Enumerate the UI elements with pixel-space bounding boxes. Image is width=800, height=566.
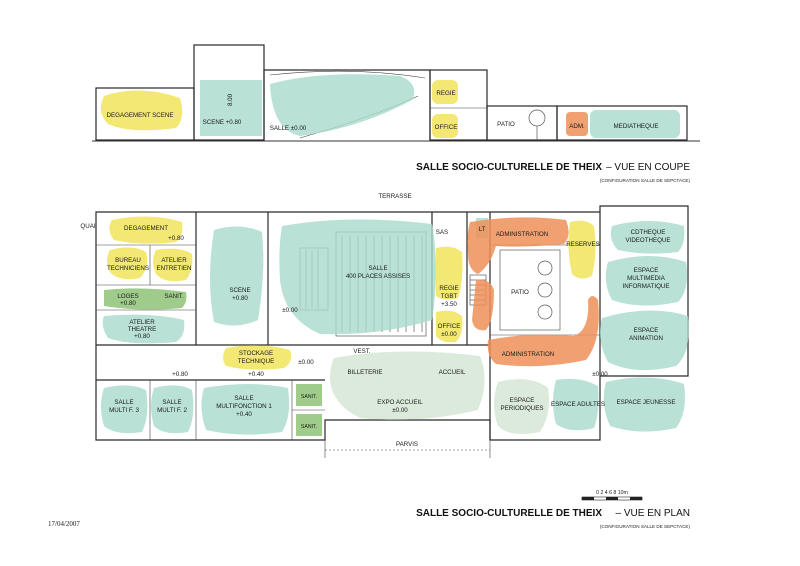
- label-stockage: STOCKAGE: [239, 350, 273, 357]
- label-espace-adultes: ESPACE ADULTES: [551, 401, 605, 408]
- plan-title-config: (CONFIGURATION SALLE DE SEPCTACE): [600, 524, 691, 529]
- label-tgbt: TGBT: [441, 293, 458, 300]
- label-patio: PATIO: [511, 289, 529, 296]
- label-salle-multi2a: SALLE: [162, 399, 181, 406]
- label-office-level: ±0.00: [441, 331, 457, 338]
- label-salle-multi3a: SALLE: [114, 399, 133, 406]
- label-theatre: THEATRE: [128, 326, 156, 333]
- label-scene: SCENE: [229, 287, 250, 294]
- section-salle: SALLE ±0.00: [270, 125, 307, 132]
- plan-title-sub: – VUE EN PLAN: [616, 508, 690, 519]
- label-animation: ANIMATION: [629, 335, 663, 342]
- label-atelier: ATELIER: [161, 257, 187, 264]
- label-loges: LOGES: [117, 293, 138, 300]
- label-espace-perio-a: ESPACE: [510, 397, 535, 404]
- label-level-080: +0.80: [172, 371, 188, 378]
- label-accueil: ACCUEIL: [439, 369, 466, 376]
- section-scene: SCENE +0.80: [203, 119, 242, 126]
- label-espace-animation: ESPACE: [634, 327, 659, 334]
- label-level-000a: ±0.00: [298, 359, 314, 366]
- label-salle-multi1a: SALLE: [234, 395, 253, 402]
- label-sanit-1: SANIT.: [164, 293, 184, 300]
- label-salle: SALLE: [368, 265, 387, 272]
- section-patio: PATIO: [497, 121, 515, 128]
- section-height: 8.00: [227, 93, 234, 106]
- label-salle-multi2b: MULTI F. 2: [157, 407, 187, 414]
- label-billeterie: BILLETERIE: [347, 369, 382, 376]
- section-regie: REGIE: [436, 90, 455, 97]
- label-espace-jeunesse: ESPACE JEUNESSE: [616, 399, 675, 406]
- label-parvis: PARVIS: [396, 441, 418, 448]
- label-atelier-theatre: ATELIER: [129, 319, 155, 326]
- label-quai: QUAI: [80, 223, 95, 230]
- label-salle-multi3b: MULTI F. 3: [109, 407, 139, 414]
- label-theatre-level: +0.80: [134, 333, 150, 340]
- label-level-000b: ±0.00: [592, 371, 608, 378]
- label-technique: TECHNIQUE: [238, 358, 274, 365]
- label-salle-level: ±0.00: [282, 307, 298, 314]
- section-degagement-scene: DEGAGEMENT SCENE: [107, 112, 174, 119]
- label-videotheque: VIDEOTHEQUE: [625, 237, 670, 244]
- label-bureau: BUREAU: [115, 257, 141, 264]
- label-sas: SAS: [436, 229, 448, 236]
- label-scene-level: +0.80: [232, 295, 248, 302]
- label-techniciens: TECHNICIENS: [107, 265, 149, 272]
- label-salle-multi1b: MULTIFONCTION 1: [216, 403, 272, 410]
- section-adm: ADM.: [569, 123, 585, 130]
- section-mediatheque: MEDIATHEQUE: [614, 123, 659, 130]
- section-title-main: SALLE SOCIO-CULTURELLE DE THEIX: [416, 162, 602, 173]
- drawing-date: 17/04/2007: [48, 520, 80, 528]
- section-title-config: (CONFIGURATION SALLE DE SEPCTACE): [600, 178, 691, 183]
- label-degagement-level: +0.80: [168, 235, 184, 242]
- label-level-040: +0.40: [248, 371, 264, 378]
- label-vest: VEST.: [353, 348, 370, 355]
- label-places: 400 PLACES ASSISES: [346, 273, 410, 280]
- label-regie-level: +3.50: [441, 301, 457, 308]
- section-office: OFFICE: [435, 124, 458, 131]
- label-salle-multi1c: +0.40: [236, 411, 252, 418]
- scale-label: 0 2 4 6 8 10m: [596, 490, 628, 496]
- label-terrasse: TERRASSE: [378, 193, 411, 200]
- plan-title-main: SALLE SOCIO-CULTURELLE DE THEIX: [416, 508, 602, 519]
- plan-view: TERRASSE QUAI DEGAGEMENT +0.80 BUREAU TE…: [80, 193, 689, 458]
- label-entretien: ENTRETIEN: [156, 265, 191, 272]
- label-informatique: INFORMATIQUE: [623, 283, 670, 290]
- label-sanit-2: SANIT.: [301, 394, 317, 400]
- label-administration-2: ADMINISTRATION: [502, 351, 554, 358]
- label-cdtheque: CDTHEQUE: [631, 229, 666, 236]
- section-title-sub: – VUE EN COUPE: [606, 162, 690, 173]
- label-expo-level: ±0.00: [392, 407, 408, 414]
- section-view: DEGAGEMENT SCENE SCENE +0.80 8.00 SALLE …: [92, 44, 700, 142]
- label-reserves: RESERVES: [566, 241, 600, 248]
- label-multimedia: MULTIMEDIA: [627, 275, 666, 282]
- label-degagement: DEGAGEMENT: [124, 225, 168, 232]
- label-office: OFFICE: [438, 323, 461, 330]
- label-administration-1: ADMINISTRATION: [496, 231, 548, 238]
- label-loges-level: +0.80: [120, 300, 136, 307]
- label-espace-perio-b: PERIODIQUES: [501, 405, 544, 412]
- label-lt: LT: [479, 226, 486, 233]
- label-sanit-3: SANIT.: [301, 424, 317, 430]
- scale-bar: 0 2 4 6 8 10m: [581, 490, 643, 501]
- label-espace-multimedia: ESPACE: [634, 267, 659, 274]
- label-regie: REGIE: [439, 285, 458, 292]
- label-expo-accueil: EXPO ACCUEIL: [377, 399, 423, 406]
